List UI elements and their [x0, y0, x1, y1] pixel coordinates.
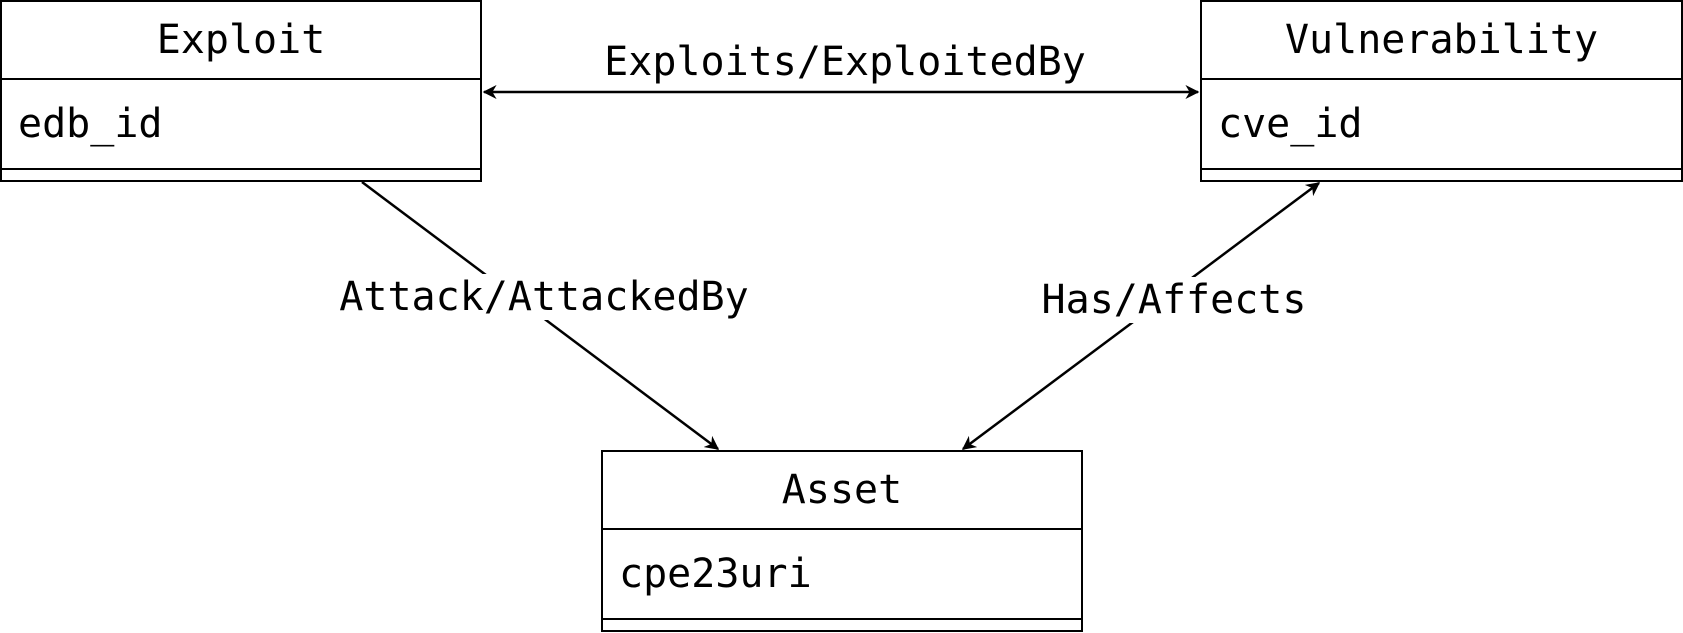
- entity-exploit-attribute: edb_id: [2, 80, 480, 170]
- entity-vulnerability-methods: [1202, 170, 1681, 178]
- edge-label-has-affects: Has/Affects: [1035, 277, 1313, 323]
- entity-asset-attribute: cpe23uri: [603, 530, 1081, 620]
- entity-exploit-methods: [2, 170, 480, 178]
- entity-exploit[interactable]: Exploit edb_id: [0, 0, 482, 182]
- entity-asset-methods: [603, 620, 1081, 628]
- entity-vulnerability-attribute: cve_id: [1202, 80, 1681, 170]
- entity-asset[interactable]: Asset cpe23uri: [601, 450, 1083, 632]
- entity-vulnerability-title: Vulnerability: [1202, 2, 1681, 80]
- edge-label-attack-attackedby: Attack/AttackedBy: [333, 274, 755, 320]
- entity-asset-title: Asset: [603, 452, 1081, 530]
- entity-exploit-title: Exploit: [2, 2, 480, 80]
- entity-vulnerability[interactable]: Vulnerability cve_id: [1200, 0, 1683, 182]
- edge-label-exploits-exploitedby: Exploits/ExploitedBy: [598, 39, 1092, 85]
